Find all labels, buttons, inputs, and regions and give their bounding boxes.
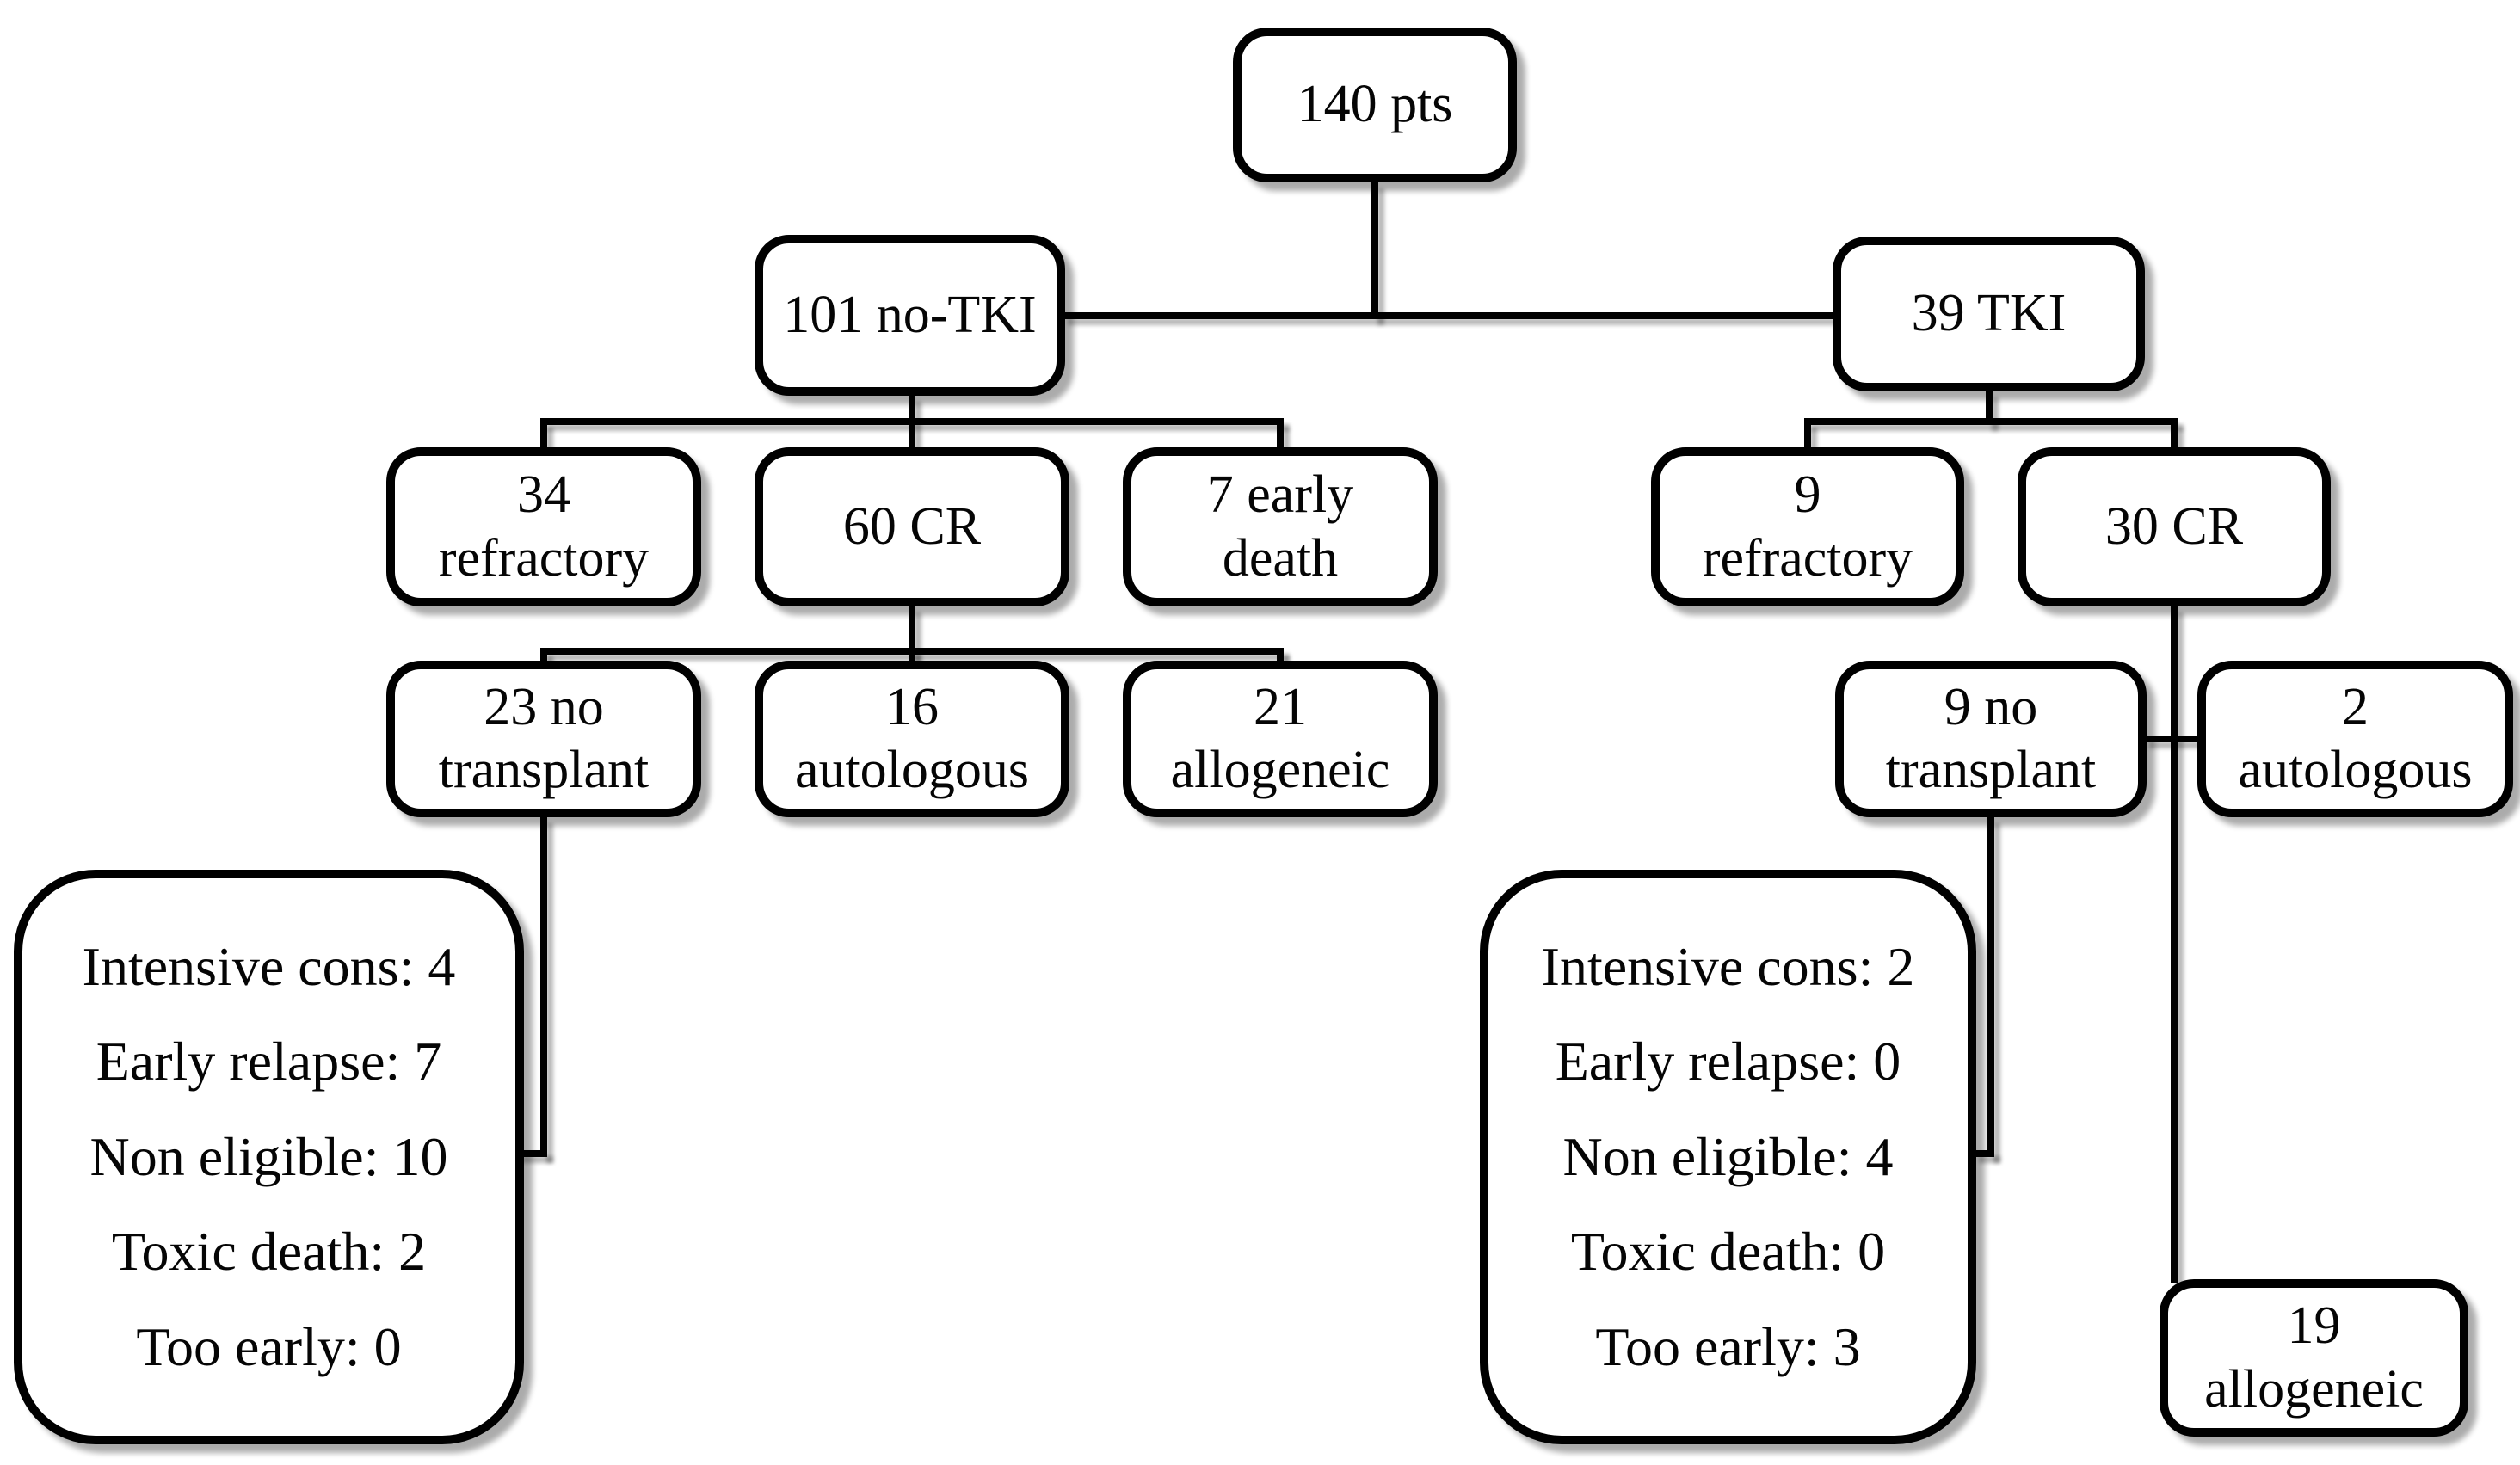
- connector-tki-children: [1804, 418, 2178, 425]
- node-19-allogeneic-label: 19 allogeneic: [2204, 1296, 2424, 1419]
- node-tki-transplant-details: Intensive cons: 2 Early relapse: 0 Non e…: [1480, 870, 1976, 1444]
- connector-23nt-elbow: [516, 1150, 547, 1157]
- node-39-tki-label: 39 TKI: [1911, 284, 2067, 343]
- connector-drop-23-no-transplant: [540, 650, 547, 662]
- connector-9nt-down: [1987, 817, 1994, 1157]
- detail-line-intensive-cons: Intensive cons: 4: [82, 936, 456, 997]
- node-no-tki-transplant-details: Intensive cons: 4 Early relapse: 7 Non e…: [14, 870, 524, 1444]
- connector-drop-7-early-death: [1277, 422, 1284, 449]
- node-9-refractory-label: 9 refractory: [1702, 465, 1913, 588]
- node-101-no-tki-label: 101 no-TKI: [783, 285, 1037, 344]
- node-7-early-death-label: 7 early death: [1206, 465, 1354, 588]
- connector-split-notki-tki: [1062, 312, 1836, 319]
- connector-9nt-elbow: [1973, 1150, 1994, 1157]
- node-30-cr: 30 CR: [2018, 447, 2331, 606]
- node-34-refractory-label: 34 refractory: [438, 465, 650, 588]
- connector-drop-9-refractory: [1804, 422, 1811, 449]
- detail-line-toxic-death: Toxic death: 2: [111, 1221, 427, 1283]
- node-101-no-tki: 101 no-TKI: [755, 235, 1065, 396]
- node-39-tki: 39 TKI: [1833, 237, 2145, 391]
- node-23-no-transplant: 23 no transplant: [386, 661, 701, 817]
- node-7-early-death: 7 early death: [1123, 447, 1438, 606]
- node-34-refractory: 34 refractory: [386, 447, 701, 606]
- node-60-cr-label: 60 CR: [842, 496, 982, 556]
- node-9-no-transplant-label: 9 no transplant: [1885, 677, 2097, 799]
- node-2-autologous-label: 2 autologous: [2238, 677, 2473, 799]
- detail-line-toxic-death: Toxic death: 0: [1570, 1221, 1886, 1283]
- node-30-cr-label: 30 CR: [2104, 496, 2244, 556]
- connector-notki-children: [540, 418, 1284, 425]
- connector-drop-34-refractory: [540, 422, 547, 449]
- detail-line-too-early: Too early: 3: [1595, 1315, 1861, 1377]
- node-21-allogeneic: 21 allogeneic: [1123, 661, 1438, 817]
- node-9-refractory: 9 refractory: [1651, 447, 1964, 606]
- node-140-pts: 140 pts: [1233, 28, 1517, 182]
- connector-drop-21-allogeneic: [1277, 650, 1284, 662]
- detail-line-non-eligible: Non eligible: 4: [1562, 1125, 1894, 1187]
- node-16-autologous-label: 16 autologous: [794, 677, 1030, 799]
- node-16-autologous: 16 autologous: [755, 661, 1069, 817]
- detail-line-too-early: Too early: 0: [136, 1315, 402, 1377]
- detail-line-early-relapse: Early relapse: 0: [1555, 1031, 1901, 1093]
- node-9-no-transplant: 9 no transplant: [1835, 661, 2147, 817]
- connector-drop-30-cr: [2171, 422, 2178, 449]
- connector-23nt-down: [540, 817, 547, 1157]
- detail-line-non-eligible: Non eligible: 10: [89, 1125, 448, 1187]
- connector-crossbar-9nt-2auto: [2143, 736, 2201, 742]
- detail-line-early-relapse: Early relapse: 7: [96, 1031, 442, 1093]
- node-140-pts-label: 140 pts: [1297, 75, 1453, 134]
- connector-total-down: [1371, 182, 1378, 319]
- connector-60cr-down: [909, 606, 915, 655]
- connector-30cr-down-to-allogeneic: [2171, 606, 2178, 1283]
- connector-tki-down: [1986, 391, 1993, 425]
- node-60-cr: 60 CR: [755, 447, 1069, 606]
- node-2-autologous: 2 autologous: [2197, 661, 2513, 817]
- connector-drop-16-autologous: [909, 650, 915, 662]
- node-21-allogeneic-label: 21 allogeneic: [1170, 677, 1390, 799]
- node-19-allogeneic: 19 allogeneic: [2160, 1279, 2468, 1437]
- detail-line-intensive-cons: Intensive cons: 2: [1541, 936, 1915, 997]
- node-23-no-transplant-label: 23 no transplant: [438, 677, 650, 799]
